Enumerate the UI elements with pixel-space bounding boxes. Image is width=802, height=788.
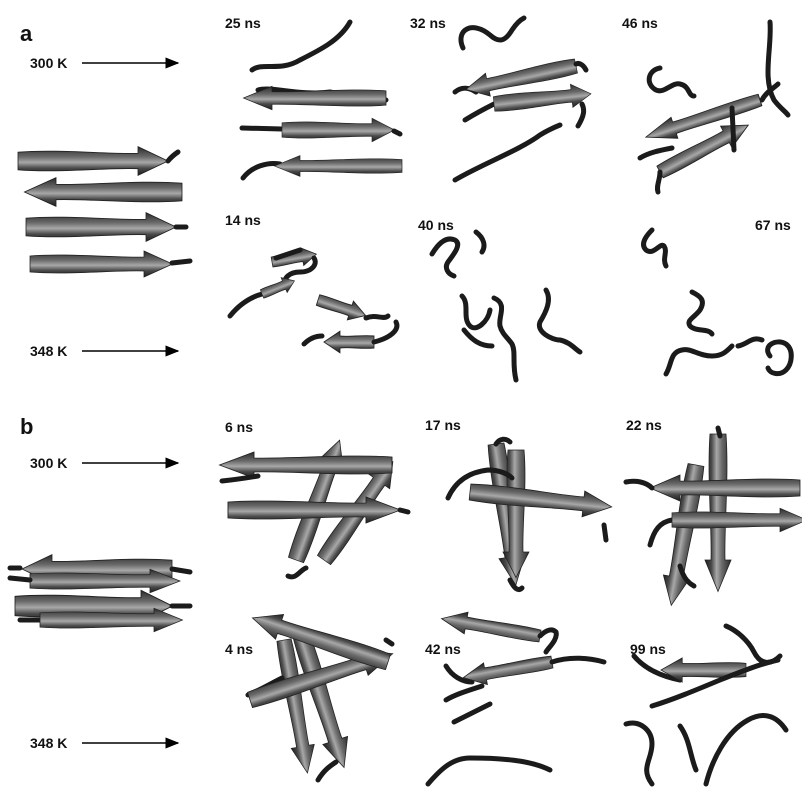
time-label-a-4: 14 ns [225, 212, 261, 228]
temp-label-b-bottom: 348 K [30, 735, 67, 751]
time-label-b-1: 6 ns [225, 419, 253, 435]
time-label-a-6: 67 ns [755, 217, 791, 233]
initial-sheet-a [18, 147, 190, 277]
snapshot-a-46ns [640, 22, 788, 192]
snapshot-b-22ns [626, 428, 802, 608]
snapshot-a-40ns [432, 232, 580, 380]
panel-label-a: a [20, 21, 33, 46]
snapshot-a-67ns [644, 230, 792, 374]
snapshot-a-25ns [242, 22, 402, 178]
time-label-b-2: 17 ns [425, 417, 461, 433]
time-label-a-3: 46 ns [622, 15, 658, 31]
snapshot-b-42ns [428, 608, 604, 784]
time-label-b-4: 4 ns [225, 641, 253, 657]
temp-label-a-top: 300 K [30, 55, 67, 71]
snapshot-a-32ns [455, 18, 592, 180]
snapshot-b-4ns [246, 606, 397, 780]
snapshot-a-14ns [230, 245, 397, 352]
temp-label-b-top: 300 K [30, 455, 67, 471]
snapshot-b-17ns [448, 439, 613, 589]
time-label-a-2: 32 ns [410, 15, 446, 31]
initial-sheet-b [10, 555, 190, 632]
time-label-b-5: 42 ns [425, 641, 461, 657]
time-label-b-3: 22 ns [626, 417, 662, 433]
time-label-a-5: 40 ns [418, 217, 454, 233]
snapshot-b-6ns [220, 436, 409, 577]
time-label-a-1: 25 ns [225, 15, 261, 31]
panel-label-b: b [20, 414, 33, 439]
temp-label-a-bottom: 348 K [30, 343, 67, 359]
